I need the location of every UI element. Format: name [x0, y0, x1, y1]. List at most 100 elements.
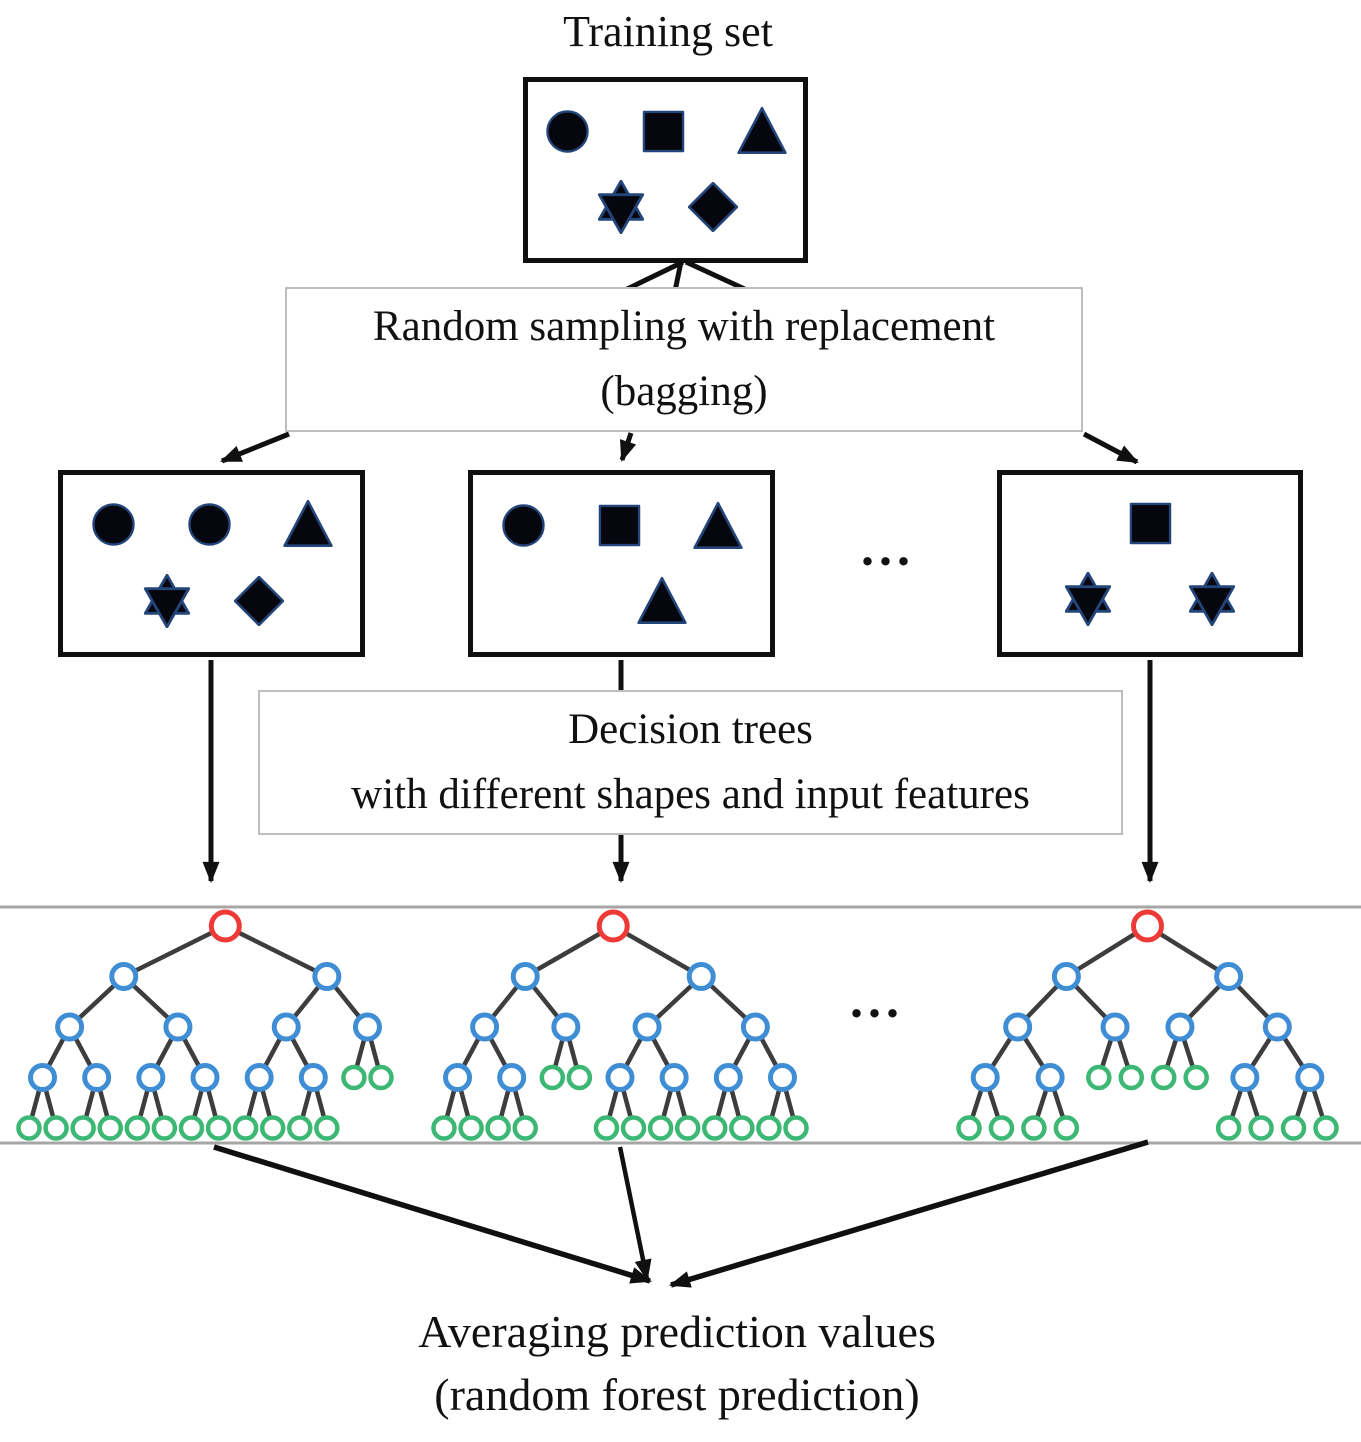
internal-node: [1100, 1012, 1130, 1042]
leaf-node: [729, 1115, 755, 1141]
leaf-node: [16, 1115, 42, 1141]
leaf-node: [620, 1115, 647, 1141]
tree-edge: [612, 924, 703, 979]
leaf-node: [151, 1115, 178, 1141]
internal-node: [82, 1063, 112, 1092]
leaf-node: [287, 1115, 313, 1141]
leaf-node: [1313, 1115, 1339, 1141]
internal-node: [1230, 1063, 1260, 1092]
shape-row: [545, 106, 787, 156]
training-set-box: [523, 77, 808, 263]
leaf-node: [988, 1115, 1015, 1141]
triangle-icon: [692, 501, 743, 549]
decision-tree-3: [956, 909, 1339, 1141]
tree-edge: [224, 923, 328, 979]
star-icon: [1064, 572, 1112, 626]
sample-box-1: [58, 470, 365, 657]
trees-ellipsis: ...: [850, 972, 904, 1029]
leaf-node: [756, 1115, 782, 1141]
tree-edge: [122, 923, 227, 979]
square-icon: [1129, 502, 1171, 545]
circle-icon: [501, 504, 545, 547]
leaf-node: [458, 1115, 484, 1141]
leaf-node: [674, 1115, 701, 1141]
internal-node: [659, 1063, 689, 1092]
internal-node: [244, 1063, 274, 1092]
decision-tree-2: [431, 909, 809, 1141]
leaf-node: [1053, 1115, 1080, 1141]
internal-node: [1003, 1012, 1033, 1042]
shape-row: [636, 576, 687, 626]
internal-node: [443, 1063, 473, 1092]
internal-node: [510, 962, 540, 991]
circle-icon: [187, 503, 231, 546]
leaf-node: [124, 1115, 151, 1141]
internal-node: [1165, 1012, 1195, 1042]
internal-node: [109, 962, 139, 991]
tree-edge: [524, 924, 615, 979]
internal-node: [470, 1012, 500, 1042]
leaf-node: [97, 1115, 123, 1141]
internal-node: [352, 1012, 382, 1042]
leaf-node: [783, 1115, 809, 1141]
fan-line-right: [684, 259, 751, 294]
triangle-icon: [736, 106, 787, 155]
internal-node: [298, 1063, 328, 1092]
square-icon: [598, 504, 640, 547]
arrow-avg-left: [213, 1144, 653, 1284]
leaf-node: [1248, 1115, 1274, 1141]
leaf-node: [205, 1115, 232, 1141]
averaging-label-line2: (random forest prediction): [434, 1369, 920, 1421]
leaf-node: [178, 1115, 205, 1141]
diamond-icon: [233, 575, 284, 626]
fan-line-left: [621, 259, 685, 294]
leaf-node: [1280, 1115, 1307, 1141]
sample-box-3: [997, 470, 1303, 657]
arrow-to-sample-3: [1082, 431, 1139, 465]
internal-node: [632, 1012, 662, 1042]
leaf-node: [647, 1115, 674, 1141]
internal-node: [767, 1063, 797, 1092]
shape-row: [501, 501, 743, 551]
leaf-node: [232, 1115, 259, 1141]
leaf-node: [1086, 1064, 1112, 1091]
internal-node: [1295, 1063, 1325, 1092]
fan-line-middle: [672, 261, 684, 292]
shape-row: [1061, 572, 1239, 626]
internal-node: [190, 1063, 220, 1092]
leaf-node: [341, 1064, 367, 1091]
internal-node: [1262, 1012, 1292, 1042]
internal-node: [136, 1063, 166, 1092]
root-node: [596, 909, 630, 943]
internal-node: [551, 1012, 581, 1042]
leaf-node: [566, 1064, 593, 1091]
samples-ellipsis: ...: [861, 520, 915, 577]
internal-node: [713, 1063, 743, 1092]
diamond-icon: [687, 182, 738, 232]
leaf-node: [70, 1115, 96, 1141]
leaf-node: [1150, 1064, 1177, 1091]
leaf-node: [43, 1115, 69, 1141]
internal-node: [163, 1012, 193, 1042]
shape-row: [1128, 501, 1173, 546]
leaf-node: [431, 1115, 457, 1141]
internal-node: [1035, 1063, 1065, 1092]
bagging-label-box: Random sampling with replacement (baggin…: [285, 287, 1083, 432]
internal-node: [740, 1012, 770, 1042]
leaf-node: [259, 1115, 286, 1141]
internal-node: [686, 962, 716, 991]
internal-node: [970, 1063, 1000, 1092]
leaf-node: [512, 1115, 538, 1141]
internal-node: [271, 1012, 301, 1042]
leaf-node: [1183, 1064, 1209, 1091]
training-set-title: Training set: [563, 7, 773, 56]
bagging-label-line2: (bagging): [600, 367, 768, 415]
shape-row: [140, 573, 284, 628]
averaging-label: Averaging prediction values (random fore…: [272, 1300, 1082, 1427]
square-icon: [642, 110, 684, 152]
arrow-to-sample-2: [619, 432, 637, 463]
internal-node: [497, 1063, 527, 1092]
leaf-node: [593, 1115, 620, 1141]
